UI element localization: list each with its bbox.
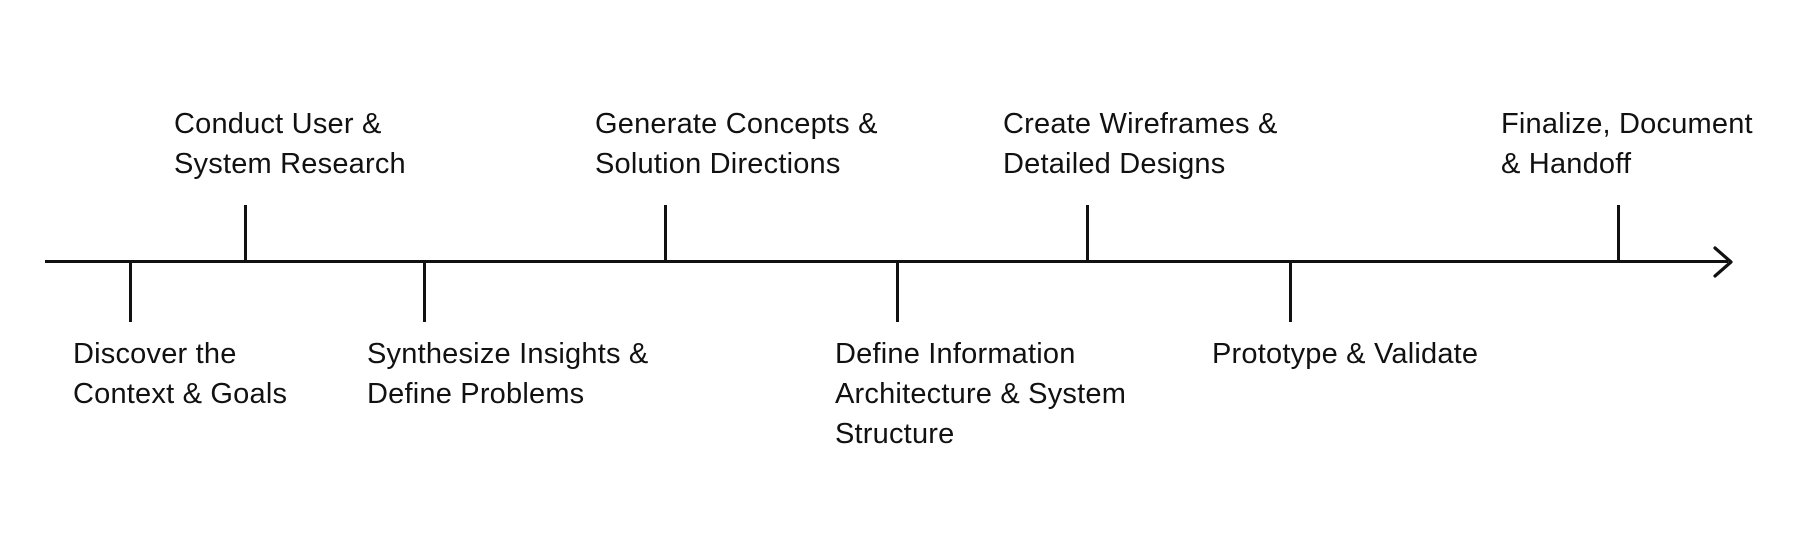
milestone-label-line: Finalize, Document — [1501, 108, 1753, 140]
tick-mark — [1086, 205, 1089, 262]
milestone-label-discover: Discover the Context & Goals — [73, 334, 287, 414]
milestone-label-line: System Research — [174, 148, 406, 180]
milestone-label-line: Synthesize Insights & — [367, 338, 649, 370]
tick-mark — [129, 262, 132, 322]
milestone-label-line: Define Problems — [367, 378, 585, 410]
arrow-right-icon — [1713, 246, 1733, 278]
milestone-label-prototype: Prototype & Validate — [1212, 334, 1478, 374]
milestone-label-line: Discover the — [73, 338, 237, 370]
milestone-label-concepts: Generate Concepts & Solution Directions — [595, 104, 878, 184]
milestone-label-synthesize: Synthesize Insights & Define Problems — [367, 334, 648, 414]
milestone-label-line: Context & Goals — [73, 378, 288, 410]
milestone-label-line: Solution Directions — [595, 148, 841, 180]
milestone-label-line: & Handoff — [1501, 148, 1632, 180]
tick-mark — [896, 262, 899, 322]
tick-mark — [664, 205, 667, 262]
tick-mark — [423, 262, 426, 322]
milestone-label-line: Generate Concepts & — [595, 108, 878, 140]
timeline-axis-line — [45, 260, 1728, 263]
milestone-label-line: Conduct User & — [174, 108, 382, 140]
milestone-label-line: Architecture & System — [835, 378, 1127, 410]
milestone-label-line: Prototype & Validate — [1212, 338, 1479, 370]
milestone-label-handoff: Finalize, Document & Handoff — [1501, 104, 1753, 184]
milestone-label-line: Detailed Designs — [1003, 148, 1226, 180]
tick-mark — [1617, 205, 1620, 262]
milestone-label-line: Structure — [835, 418, 955, 450]
milestone-label-line: Create Wireframes & — [1003, 108, 1278, 140]
milestone-label-architecture: Define Information Architecture & System… — [835, 334, 1126, 454]
tick-mark — [1289, 262, 1292, 322]
milestone-label-wireframes: Create Wireframes & Detailed Designs — [1003, 104, 1278, 184]
tick-mark — [244, 205, 247, 262]
milestone-label-research: Conduct User & System Research — [174, 104, 406, 184]
milestone-label-line: Define Information — [835, 338, 1076, 370]
